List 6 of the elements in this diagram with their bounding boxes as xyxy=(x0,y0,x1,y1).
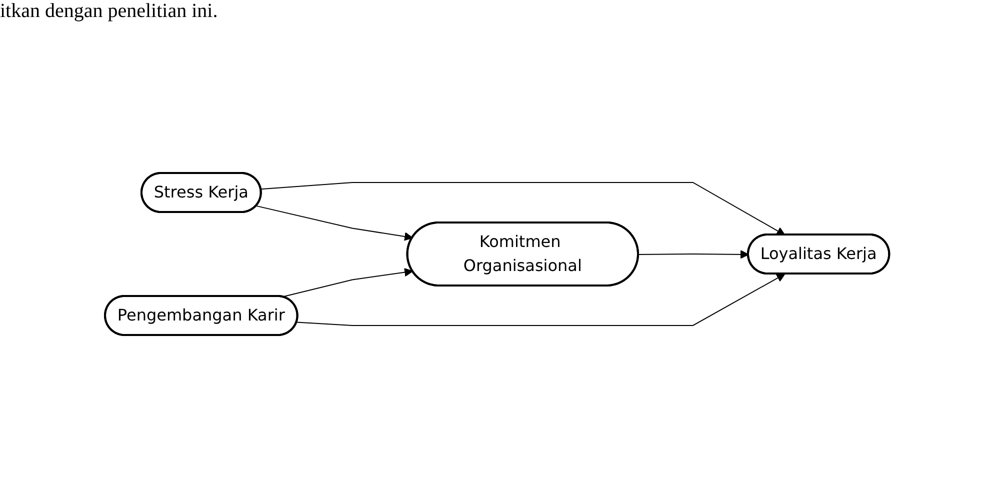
arrow xyxy=(296,273,786,326)
arrow xyxy=(638,250,750,258)
page-text: itkan dengan penelitian ini. xyxy=(0,0,218,22)
arrow xyxy=(282,267,414,297)
arrow xyxy=(256,204,414,240)
arrow xyxy=(260,182,786,235)
